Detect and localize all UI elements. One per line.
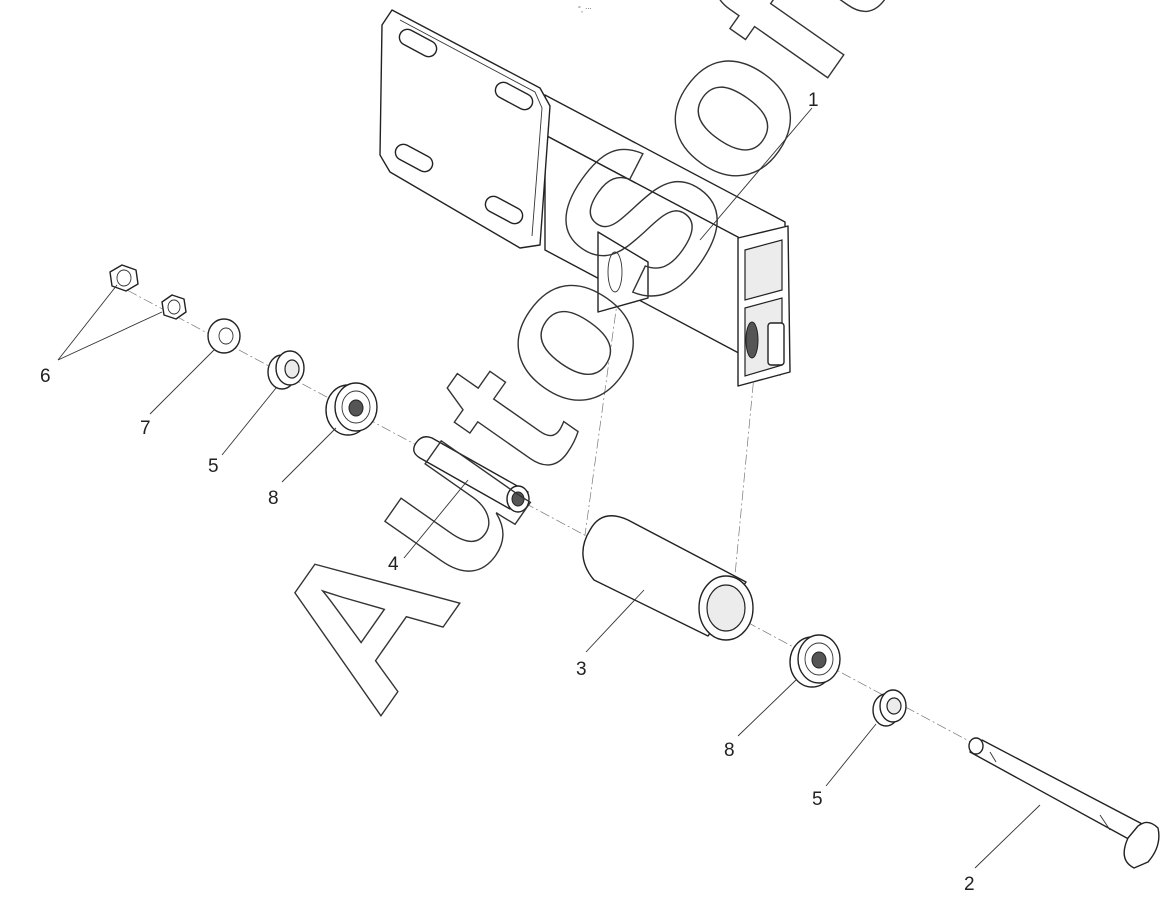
bearing-part-8-top: [325, 382, 378, 436]
nuts-part-6: [109, 264, 187, 320]
header-mark: °˳ ‧‧‧: [578, 5, 592, 13]
washer-part-7: [207, 318, 241, 354]
callout-8-top: 8: [268, 488, 279, 509]
callout-2: 2: [964, 874, 975, 895]
leader-lines: [57, 107, 1041, 869]
callout-8-bottom: 8: [724, 740, 735, 761]
callout-5-bottom: 5: [812, 789, 823, 810]
inner-tube-part-4: [413, 436, 530, 513]
callout-labels: 1 6 7 5 8 4 3 8 5 2: [40, 90, 975, 895]
bearing-part-8-bottom: [789, 634, 841, 688]
spacer-part-5-bottom: [872, 689, 907, 727]
callout-5-top: 5: [208, 456, 219, 477]
bolt-part-2: [968, 737, 1160, 869]
spacer-part-5-top: [267, 350, 305, 390]
watermark-text: AutoSoft: [226, 0, 937, 745]
bracket-part-1: [379, 9, 791, 387]
callout-7: 7: [140, 418, 151, 439]
callout-1: 1: [808, 90, 819, 111]
callout-4: 4: [388, 554, 399, 575]
callout-3: 3: [576, 659, 587, 680]
callout-6: 6: [40, 366, 51, 387]
sleeve-part-3: [582, 515, 754, 641]
